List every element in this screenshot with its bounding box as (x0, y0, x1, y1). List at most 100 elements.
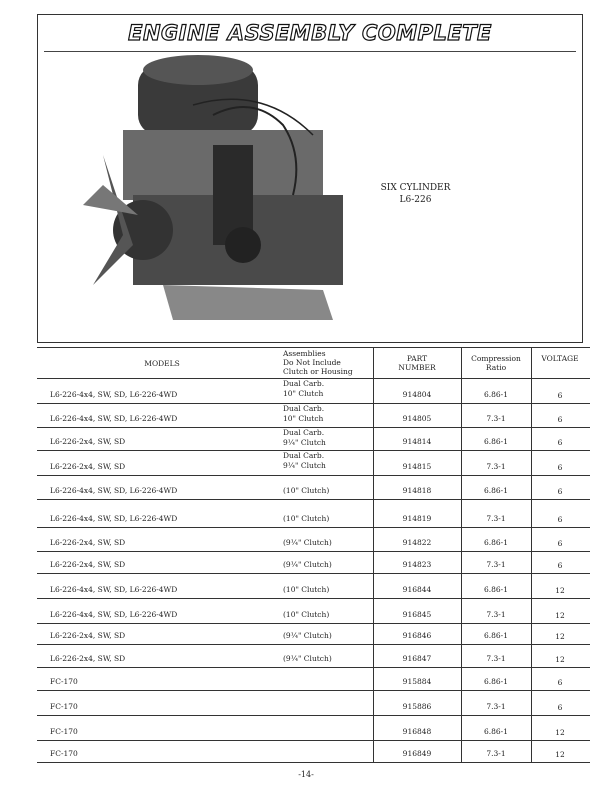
row-compression-ratio: 6.86-1 (483, 390, 508, 399)
row-compression-ratio: 6.86-1 (483, 677, 508, 686)
header-compression-line: Ratio (485, 363, 507, 372)
row-compression-ratio: 7.3-1 (486, 702, 506, 711)
row-note: (10" Clutch) (283, 585, 330, 594)
row-voltage: 6 (557, 391, 563, 400)
row-part-number: 916845 (402, 610, 432, 619)
caption-line-2: L6-226 (399, 195, 432, 205)
header-assemblies-line: Do Not Include (283, 358, 341, 367)
row-rule (37, 740, 590, 741)
row-rule (37, 573, 590, 574)
row-note-line2: 9¼" Clutch (283, 438, 326, 447)
row-part-number: 914823 (402, 560, 432, 569)
row-note-line1: Dual Carb. (283, 404, 325, 413)
row-note-line1: Dual Carb. (283, 379, 325, 388)
row-note-line2: 10" Clutch (283, 414, 324, 423)
row-note: (10" Clutch) (283, 486, 330, 495)
row-note-line2: 10" Clutch (283, 389, 324, 398)
row-rule (37, 598, 590, 599)
row-compression-ratio: 7.3-1 (486, 414, 506, 423)
row-note: (9¼" Clutch) (283, 538, 332, 547)
row-rule (37, 427, 590, 428)
header-compression-line: Compression (471, 354, 521, 363)
row-voltage: 12 (555, 655, 565, 664)
header-assemblies-line: Clutch or Housing (283, 367, 353, 376)
row-model: L6-226-4x4, SW, SD, L6-226-4WD (50, 610, 178, 619)
row-part-number: 914815 (402, 462, 432, 471)
row-rule (37, 475, 590, 476)
row-note-line1: Dual Carb. (283, 451, 325, 460)
row-compression-ratio: 7.3-1 (486, 462, 506, 471)
row-part-number: 916848 (402, 727, 432, 736)
row-model: L6-226-4x4, SW, SD, L6-226-4WD (50, 414, 178, 423)
row-compression-ratio: 7.3-1 (486, 654, 506, 663)
row-model: L6-226-2x4, SW, SD (50, 538, 126, 547)
row-model: L6-226-2x4, SW, SD (50, 437, 126, 446)
row-voltage: 12 (555, 728, 565, 737)
caption-line-1: SIX CYLINDER (380, 183, 451, 193)
row-compression-ratio: 6.86-1 (483, 631, 508, 640)
row-note-line2: 9¼" Clutch (283, 461, 326, 470)
header-compression: Compression Ratio (461, 354, 531, 372)
row-model: L6-226-4x4, SW, SD, L6-226-4WD (50, 514, 178, 523)
engine-parts-table: MODELS Assemblies Do Not Include Clutch … (37, 347, 590, 767)
table-top-rule (37, 347, 590, 348)
row-compression-ratio: 7.3-1 (486, 560, 506, 569)
row-compression-ratio: 6.86-1 (483, 538, 508, 547)
row-voltage: 12 (555, 611, 565, 620)
row-part-number: 916847 (402, 654, 432, 663)
row-part-number: 916844 (402, 585, 432, 594)
row-model: L6-226-2x4, SW, SD (50, 462, 126, 471)
row-compression-ratio: 6.86-1 (483, 486, 508, 495)
illustration-box: ENGINE ASSEMBLY COMPLETE SIX CYLINDER L6… (37, 14, 583, 343)
row-rule (37, 499, 590, 500)
column-divider (373, 347, 374, 762)
row-model: FC-170 (50, 727, 78, 736)
row-compression-ratio: 7.3-1 (486, 749, 506, 758)
row-note: (10" Clutch) (283, 514, 330, 523)
row-note: (9¼" Clutch) (283, 654, 332, 663)
header-part-number: PART NUMBER (373, 354, 461, 372)
page-number: -14- (298, 770, 314, 779)
page-title: ENGINE ASSEMBLY COMPLETE (128, 20, 492, 45)
row-rule (37, 551, 590, 552)
row-part-number: 914819 (402, 514, 432, 523)
row-voltage: 6 (557, 515, 563, 524)
row-model: L6-226-4x4, SW, SD, L6-226-4WD (50, 390, 178, 399)
row-model: FC-170 (50, 702, 78, 711)
row-compression-ratio: 6.86-1 (483, 437, 508, 446)
row-note: (9¼" Clutch) (283, 631, 332, 640)
row-model: FC-170 (50, 749, 78, 758)
header-voltage: VOLTAGE (541, 354, 579, 363)
row-part-number: 914805 (402, 414, 432, 423)
row-part-number: 916849 (402, 749, 432, 758)
row-compression-ratio: 7.3-1 (486, 514, 506, 523)
row-model: L6-226-2x4, SW, SD (50, 631, 126, 640)
row-voltage: 6 (557, 561, 563, 570)
header-assemblies: Assemblies Do Not Include Clutch or Hous… (283, 349, 353, 376)
engine-illustration (83, 55, 343, 320)
column-divider (461, 347, 462, 762)
row-compression-ratio: 6.86-1 (483, 727, 508, 736)
row-part-number: 914814 (402, 437, 432, 446)
header-assemblies-line: Assemblies (283, 349, 326, 358)
row-rule (37, 667, 590, 668)
row-voltage: 12 (555, 632, 565, 641)
row-voltage: 6 (557, 438, 563, 447)
row-model: FC-170 (50, 677, 78, 686)
column-divider (531, 347, 532, 762)
row-part-number: 915884 (402, 677, 432, 686)
row-note: (10" Clutch) (283, 610, 330, 619)
title-divider (44, 51, 576, 52)
row-compression-ratio: 7.3-1 (486, 610, 506, 619)
row-part-number: 914822 (402, 538, 432, 547)
row-part-number: 914818 (402, 486, 432, 495)
row-model: L6-226-2x4, SW, SD (50, 560, 126, 569)
header-models: MODELS (144, 359, 180, 368)
row-voltage: 6 (557, 678, 563, 687)
row-rule (37, 403, 590, 404)
row-rule (37, 450, 590, 451)
row-voltage: 12 (555, 750, 565, 759)
row-compression-ratio: 6.86-1 (483, 585, 508, 594)
row-part-number: 915886 (402, 702, 432, 711)
row-rule (37, 762, 590, 763)
